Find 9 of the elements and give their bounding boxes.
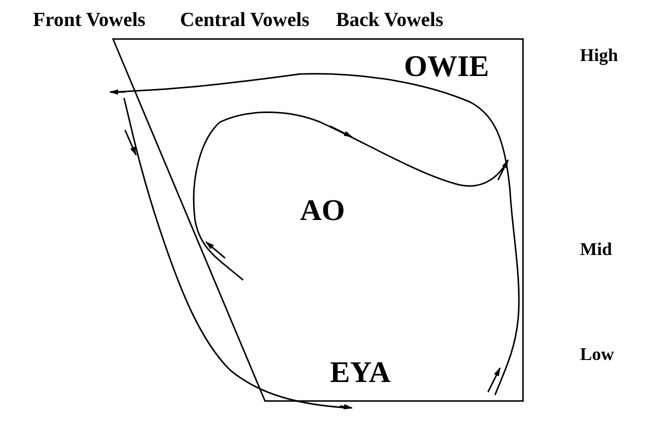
column-heading: Central Vowels [180, 10, 310, 30]
column-heading: Front Vowels [33, 10, 146, 30]
row-label: Low [580, 345, 614, 363]
row-label: Mid [580, 240, 612, 258]
vowel-label: AO [300, 196, 345, 226]
row-label: High [580, 46, 618, 64]
vowel-label: EYA [330, 358, 391, 388]
column-heading: Back Vowels [336, 10, 444, 30]
vowel-label: OWIE [404, 52, 490, 82]
